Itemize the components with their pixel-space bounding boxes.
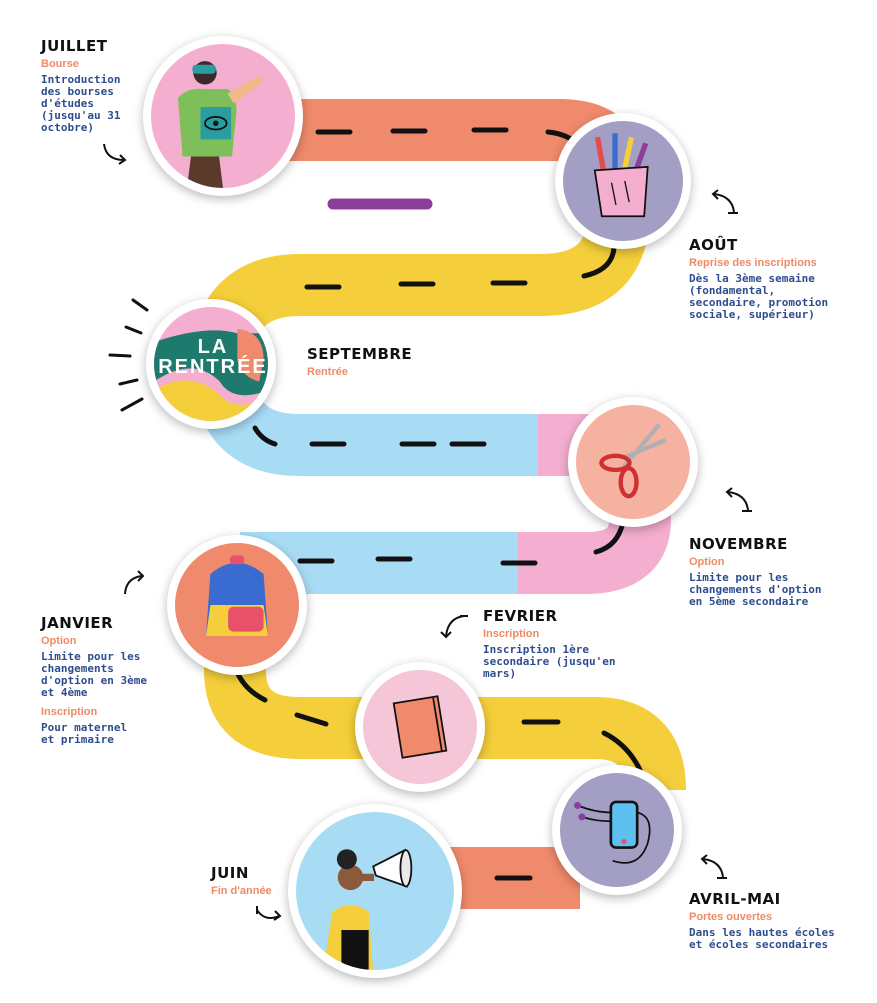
juin-circle <box>288 804 462 978</box>
avril-mai-month: AVRIL-MAI <box>689 890 781 908</box>
pencil-cup-icon <box>593 133 649 218</box>
novembre-circle <box>568 397 698 527</box>
janvier-category: Option <box>41 635 77 647</box>
novembre-arrow-icon <box>725 487 752 512</box>
aout-label: AOÛT Reprise des inscriptions Dès la 3èm… <box>689 236 874 321</box>
aout-category: Reprise des inscriptions <box>689 257 817 269</box>
septembre-circle: LA RENTRÉE <box>146 299 276 429</box>
juillet-circle <box>143 36 303 196</box>
fevrier-circle <box>355 662 485 792</box>
janvier-circle <box>167 535 307 675</box>
avril-mai-description: Dans les hautes écoles et écoles seconda… <box>689 926 835 951</box>
aout-month: AOÛT <box>689 236 738 254</box>
aout-circle <box>555 113 691 249</box>
juillet-category: Bourse <box>41 58 79 70</box>
juillet-label: JUILLET Bourse Introduction des bourses … <box>41 37 141 134</box>
la-rentree-badge-text: LA RENTRÉE <box>158 336 268 378</box>
septembre-label: SEPTEMBRE Rentrée <box>307 345 467 379</box>
novembre-category: Option <box>689 556 725 568</box>
janvier-description: Limite pour les changements d'option en … <box>41 650 147 699</box>
septembre-category: Rentrée <box>307 366 348 378</box>
backpack-icon <box>206 555 268 636</box>
juillet-description: Introduction des bourses d'études (jusqu… <box>41 73 121 134</box>
avril-mai-category: Portes ouvertes <box>689 911 773 923</box>
megaphone-student-icon <box>323 848 413 970</box>
fevrier-month: FEVRIER <box>483 607 558 625</box>
janvier-description-2: Pour maternel et primaire <box>41 721 128 746</box>
la-rentree-badge-icon <box>154 328 268 421</box>
fevrier-arrow-icon <box>440 615 468 639</box>
janvier-month: JANVIER <box>41 614 114 632</box>
road-segment-septembre-novembre <box>194 376 540 476</box>
janvier-category-2: Inscription <box>41 706 98 718</box>
pointing-student-icon <box>178 61 264 188</box>
avril-mai-arrow-icon <box>700 854 727 879</box>
septembre-month: SEPTEMBRE <box>307 345 413 363</box>
burst-lines <box>108 298 149 412</box>
avril-mai-circle <box>552 765 682 895</box>
aout-description: Dès la 3ème semaine (fondamental, second… <box>689 272 829 321</box>
juillet-month: JUILLET <box>41 37 108 55</box>
juin-category: Fin d'année <box>211 885 272 897</box>
juillet-arrow-icon <box>103 143 127 165</box>
janvier-label: JANVIER Option Limite pour les changemen… <box>41 614 171 746</box>
aout-arrow-icon <box>711 189 738 214</box>
road-segment-aout-septembre <box>195 197 650 346</box>
road-dashes <box>234 127 643 881</box>
fevrier-description: Inscription 1ère secondaire (jusqu'en ma… <box>483 643 616 680</box>
janvier-arrow-icon <box>124 570 145 595</box>
juin-label: JUIN Fin d'année <box>211 864 301 898</box>
road-segment-janvier-avril <box>204 620 686 792</box>
novembre-label: NOVEMBRE Option Limite pour les changeme… <box>689 535 874 608</box>
juin-arrow-icon <box>256 906 282 921</box>
avril-mai-label: AVRIL-MAI Portes ouvertes Dans les haute… <box>689 890 874 951</box>
fevrier-category: Inscription <box>483 628 540 640</box>
novembre-description: Limite pour les changements d'option en … <box>689 571 822 608</box>
phone-earphones-icon <box>574 800 651 864</box>
fevrier-label: FEVRIER Inscription Inscription 1ère sec… <box>483 607 633 680</box>
juin-month: JUIN <box>211 864 249 882</box>
scissors-icon <box>599 422 667 499</box>
novembre-month: NOVEMBRE <box>689 535 788 553</box>
notebook-icon <box>392 695 448 759</box>
